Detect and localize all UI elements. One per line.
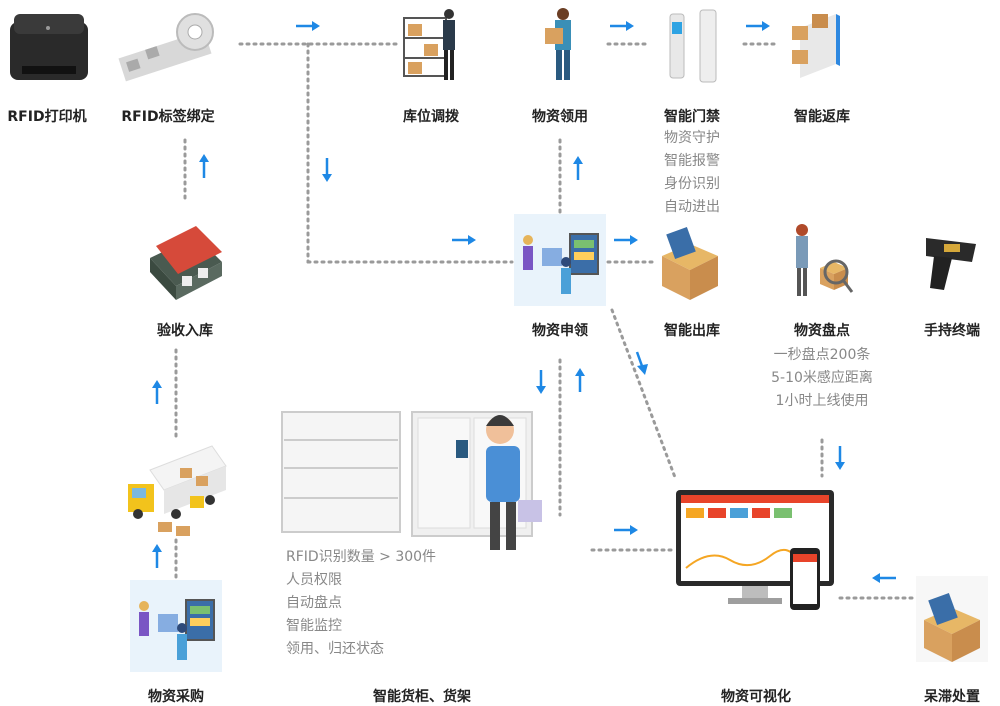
truck-icon: [128, 445, 227, 536]
feature-item: 物资守护: [664, 130, 720, 146]
arrow-right-icon: [296, 21, 320, 31]
feature-item: 1小时上线使用: [775, 393, 869, 409]
person-carrying-box-icon: [545, 8, 571, 80]
feature-item: 5-10米感应距离: [771, 370, 873, 386]
arrow-right-icon: [614, 235, 638, 245]
node-label-smart-outbound: 智能出库: [664, 323, 720, 339]
arrow-right-icon: [614, 525, 638, 535]
smart-cabinet-icon: [281, 411, 542, 550]
node-label-smart-cabinet: 智能货柜、货架: [373, 689, 471, 705]
feature-item: 一秒盘点200条: [773, 347, 871, 363]
rfid-printer-icon: [10, 14, 88, 80]
node-label-smart-gate: 智能门禁: [664, 109, 720, 125]
visualization-monitor-icon: [676, 490, 834, 610]
request-kiosk-icon: [514, 214, 606, 306]
feature-item: 智能监控: [286, 618, 342, 634]
arrow-up-icon: [152, 380, 162, 404]
arrow-right-icon: [610, 21, 634, 31]
feature-item: 自动盘点: [286, 595, 342, 611]
feature-item: 自动进出: [664, 199, 720, 215]
node-label-material-pickup: 物资领用: [532, 109, 588, 125]
node-label-location-adjust: 库位调拨: [403, 109, 459, 125]
node-label-stagnant-disposal: 呆滞处置: [924, 689, 980, 705]
node-label-handheld-terminal: 手持终端: [924, 323, 980, 339]
stagnant-box-icon: [916, 576, 988, 662]
feature-item: 人员权限: [286, 572, 342, 588]
feature-item: RFID识别数量 > 300件: [286, 549, 437, 565]
connector-lines: [174, 42, 914, 600]
arrow-up-icon: [199, 154, 209, 178]
arrow-down-icon: [536, 370, 546, 394]
node-label-smart-return: 智能返库: [794, 109, 850, 125]
arrow-up-icon: [575, 368, 585, 392]
arrow-right-icon: [452, 235, 476, 245]
arrow-down-icon: [322, 158, 332, 182]
purchase-kiosk-icon: [130, 580, 222, 672]
node-label-rfid-printer: RFID打印机: [7, 109, 87, 125]
arrow-down-icon: [835, 446, 845, 470]
inventory-check-icon: [796, 224, 854, 296]
handheld-terminal-icon: [926, 238, 976, 290]
arrow-diagonal-icon: [635, 351, 648, 375]
label-roll-icon: [118, 13, 214, 82]
smart-gate-feature-list: 物资守护 智能报警 身份识别 自动进出: [664, 127, 720, 219]
node-label-material-purchase: 物资采购: [148, 689, 204, 705]
node-label-rfid-label-binding: RFID标签绑定: [121, 109, 215, 125]
node-label-material-inventory: 物资盘点: [794, 323, 850, 339]
node-label-receive-storage: 验收入库: [157, 323, 213, 339]
arrow-left-icon: [872, 573, 896, 583]
inventory-feature-list: 一秒盘点200条 5-10米感应距离 1小时上线使用: [771, 344, 873, 413]
arrow-right-icon: [746, 21, 770, 31]
cabinet-feature-list: RFID识别数量 > 300件 人员权限 自动盘点 智能监控 领用、归还状态: [286, 546, 436, 661]
node-label-visualization: 物资可视化: [721, 689, 791, 705]
flow-arrows: [152, 21, 896, 583]
shelf-worker-icon: [403, 9, 455, 80]
feature-item: 智能报警: [664, 153, 720, 169]
smart-gate-icon: [669, 9, 717, 83]
return-boxes-icon: [792, 14, 840, 78]
arrow-up-icon: [152, 544, 162, 568]
outbound-box-icon: [662, 227, 718, 300]
node-label-material-request: 物资申领: [532, 323, 588, 339]
warehouse-building-icon: [150, 226, 222, 300]
arrow-up-icon: [573, 156, 583, 180]
feature-item: 身份识别: [664, 176, 720, 192]
feature-item: 领用、归还状态: [286, 641, 384, 657]
